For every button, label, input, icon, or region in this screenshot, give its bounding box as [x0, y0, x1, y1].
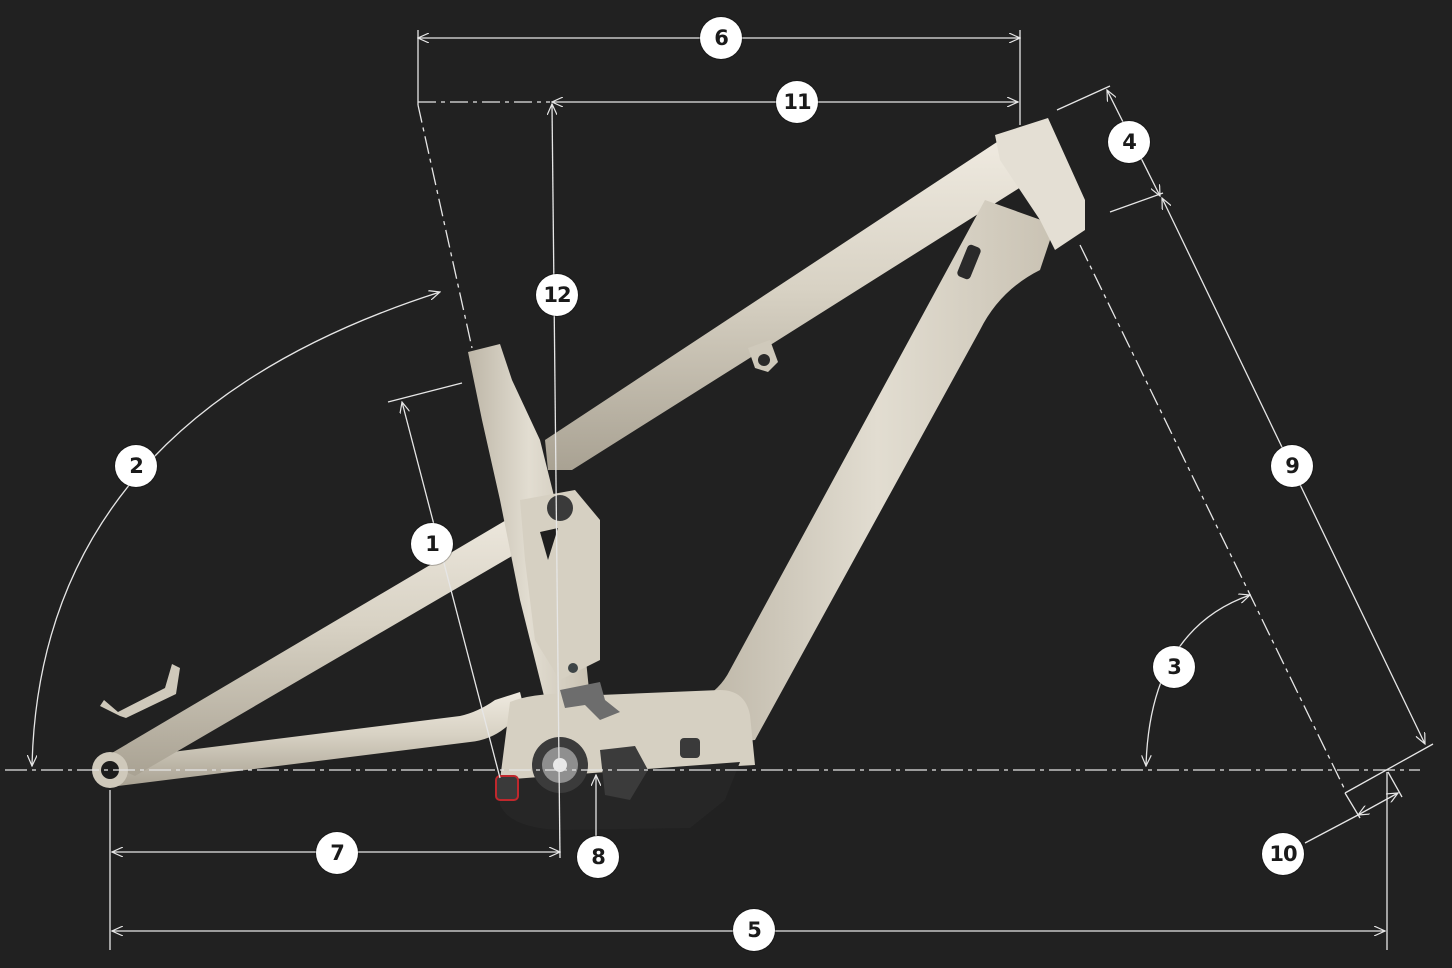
callout-1-seat-tube-length: 1: [411, 523, 453, 565]
callout-10-fork-offset: 10: [1262, 833, 1304, 875]
top-tube: [545, 140, 1040, 470]
callout-12-stack: 12: [536, 274, 578, 316]
callout-6-top-tube-length: 6: [700, 17, 742, 59]
brake-mount: [100, 664, 180, 718]
callout-7-chainstay-length: 7: [316, 832, 358, 874]
mount-hole: [758, 354, 770, 366]
red-port-icon: [495, 775, 519, 801]
pivot-bolt-small: [568, 663, 578, 673]
down-tube: [700, 200, 1055, 745]
head-tube: [995, 118, 1085, 250]
callout-2-seat-tube-angle: 2: [115, 445, 157, 487]
callout-4-head-tube-length: 4: [1108, 121, 1150, 163]
charge-port-icon: [680, 738, 700, 758]
dim-12-line: [552, 104, 561, 859]
callout-11-reach: 11: [776, 81, 818, 123]
callout-5-wheelbase: 5: [733, 909, 775, 951]
motor-mount: [600, 746, 648, 800]
cable-port: [957, 244, 981, 280]
pivot-bolt-icon: [547, 495, 573, 521]
rocker-link: [520, 490, 600, 680]
link-cutout: [540, 528, 558, 560]
bike-frame: [92, 118, 1085, 830]
callout-3-head-tube-angle: 3: [1153, 646, 1195, 688]
callout-8-bb-drop: 8: [577, 836, 619, 878]
callout-9-fork-length: 9: [1271, 445, 1313, 487]
derailleur-hanger: [560, 682, 620, 720]
dim-10-line: [1358, 793, 1398, 815]
dim-1-line: [402, 402, 501, 779]
dimension-lines: [5, 30, 1434, 950]
